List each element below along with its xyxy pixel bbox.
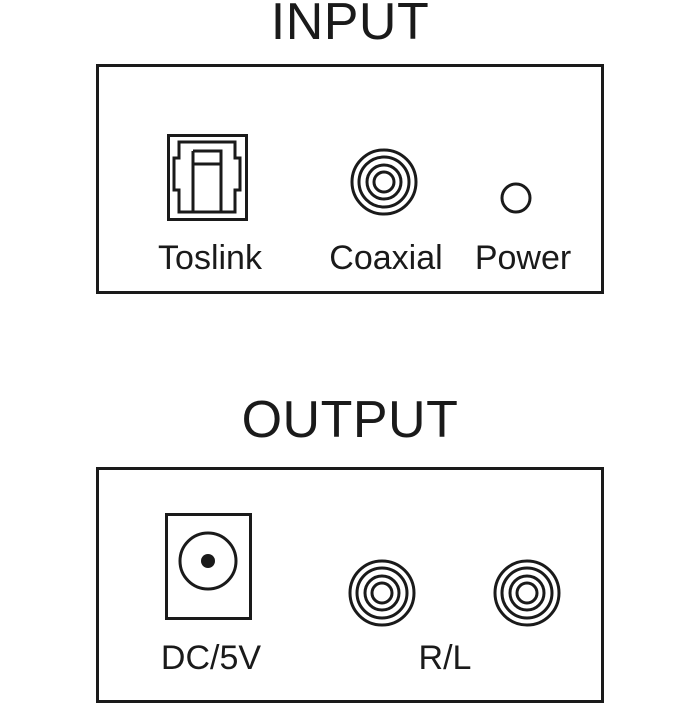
toslink-label: Toslink (158, 239, 262, 277)
power-label: Power (474, 239, 572, 277)
dc-label: DC/5V (160, 639, 262, 677)
dc-barrel-jack-icon (165, 513, 252, 620)
rca-jack-icon (350, 148, 418, 216)
coaxial-label: Coaxial (329, 239, 443, 277)
input-section-title: INPUT (270, 0, 430, 51)
rca-jack-icon (493, 559, 561, 627)
optical-port-icon (167, 134, 248, 221)
output-panel: DC/5V R/L (96, 467, 604, 703)
input-panel: Toslink Coaxial Power (96, 64, 604, 294)
led-indicator-icon (500, 182, 532, 214)
output-section-title: OUTPUT (241, 391, 459, 449)
rca-jack-icon (348, 559, 416, 627)
rl-label: R/L (418, 639, 472, 677)
